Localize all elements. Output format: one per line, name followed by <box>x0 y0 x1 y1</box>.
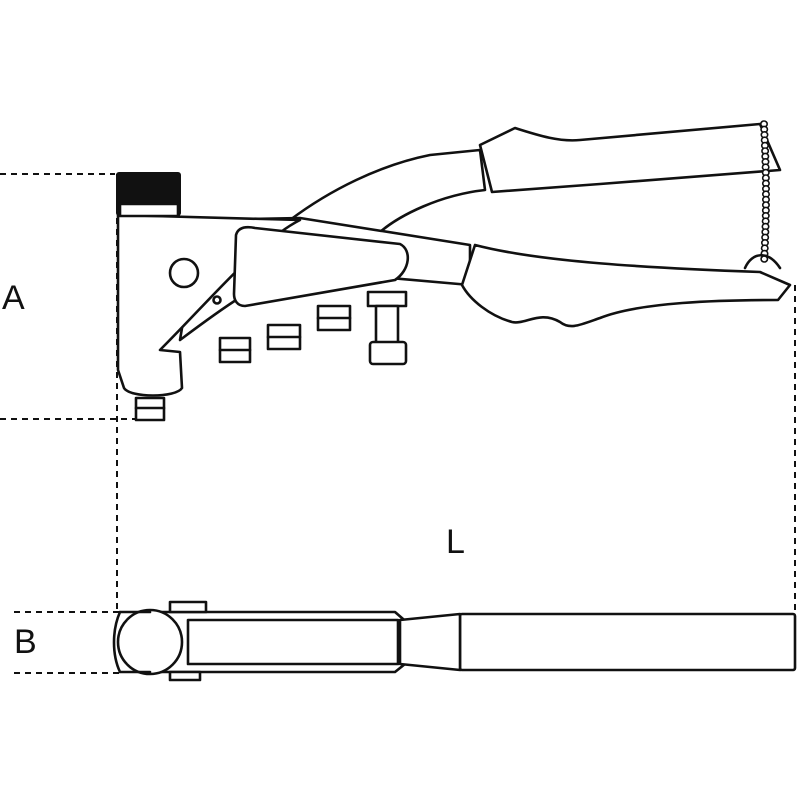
top-view-head-outline <box>112 610 152 674</box>
pivot-screw <box>168 257 200 289</box>
top-view <box>112 600 797 682</box>
top-view-tab-bottom <box>168 670 202 682</box>
arm-cutout <box>232 225 409 308</box>
chain-loop <box>743 253 782 270</box>
side-view <box>116 120 792 422</box>
hanging-chain <box>759 120 770 263</box>
top-view-tab-top <box>168 600 208 614</box>
dimension-lines <box>0 173 796 674</box>
spare-nozzles <box>218 290 408 366</box>
top-view-head-circle <box>116 608 184 676</box>
upper-handle-arm <box>288 148 487 234</box>
small-pin <box>212 295 222 305</box>
wrench-bolt-shaft <box>374 304 400 346</box>
lower-grip <box>460 243 792 328</box>
cap-collar <box>118 202 180 218</box>
wrench-bolt-nut <box>368 340 408 366</box>
top-view-neck <box>398 612 462 672</box>
top-view-grip <box>458 612 797 672</box>
upper-grip <box>478 122 782 194</box>
dimension-label-b: B <box>14 623 37 661</box>
top-view-arm-inner <box>186 618 400 666</box>
dimension-label-a: A <box>2 279 25 317</box>
dimension-label-l: L <box>446 523 465 561</box>
wrench-bolt-head <box>366 290 408 308</box>
